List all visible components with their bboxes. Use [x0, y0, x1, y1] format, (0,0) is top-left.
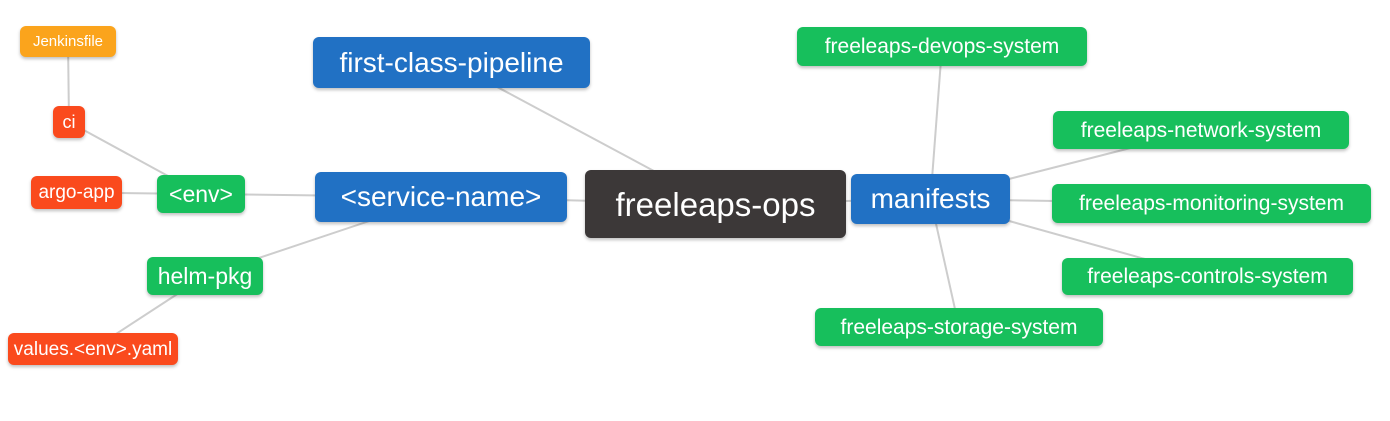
node-first-class-pipeline[interactable]: first-class-pipeline: [313, 37, 590, 88]
node-argo-app[interactable]: argo-app: [31, 176, 122, 209]
node-service-name[interactable]: <service-name>: [315, 172, 567, 222]
node-values-env-yaml[interactable]: values.<env>.yaml: [8, 333, 178, 365]
node-label: freeleaps-storage-system: [840, 315, 1078, 339]
node-helm-pkg[interactable]: helm-pkg: [147, 257, 263, 295]
node-freeleaps-controls-system[interactable]: freeleaps-controls-system: [1062, 258, 1353, 295]
node-label: argo-app: [38, 182, 115, 203]
node-jenkinsfile[interactable]: Jenkinsfile: [20, 26, 116, 57]
node-manifests[interactable]: manifests: [851, 174, 1010, 224]
node-label: freeleaps-devops-system: [824, 35, 1060, 58]
node-ci[interactable]: ci: [53, 106, 85, 138]
node-label: <service-name>: [340, 181, 542, 212]
node-label: ci: [62, 112, 76, 132]
node-label: freeleaps-controls-system: [1087, 265, 1328, 288]
node-freeleaps-storage-system[interactable]: freeleaps-storage-system: [815, 308, 1103, 346]
node-label: values.<env>.yaml: [13, 338, 173, 360]
node-label: helm-pkg: [157, 262, 253, 289]
node-freeleaps-ops-root[interactable]: freeleaps-ops: [585, 170, 846, 238]
node-freeleaps-devops-system[interactable]: freeleaps-devops-system: [797, 27, 1087, 66]
node-freeleaps-network-system[interactable]: freeleaps-network-system: [1053, 111, 1349, 149]
node-env[interactable]: <env>: [157, 175, 245, 213]
node-label: <env>: [169, 180, 233, 207]
node-label: freeleaps-network-system: [1080, 118, 1322, 142]
node-label: freeleaps-monitoring-system: [1079, 192, 1344, 215]
node-freeleaps-monitoring-system[interactable]: freeleaps-monitoring-system: [1052, 184, 1371, 223]
node-label: Jenkinsfile: [32, 33, 104, 50]
node-label: freeleaps-ops: [615, 185, 816, 223]
node-label: first-class-pipeline: [339, 46, 564, 78]
node-label: manifests: [870, 183, 991, 214]
